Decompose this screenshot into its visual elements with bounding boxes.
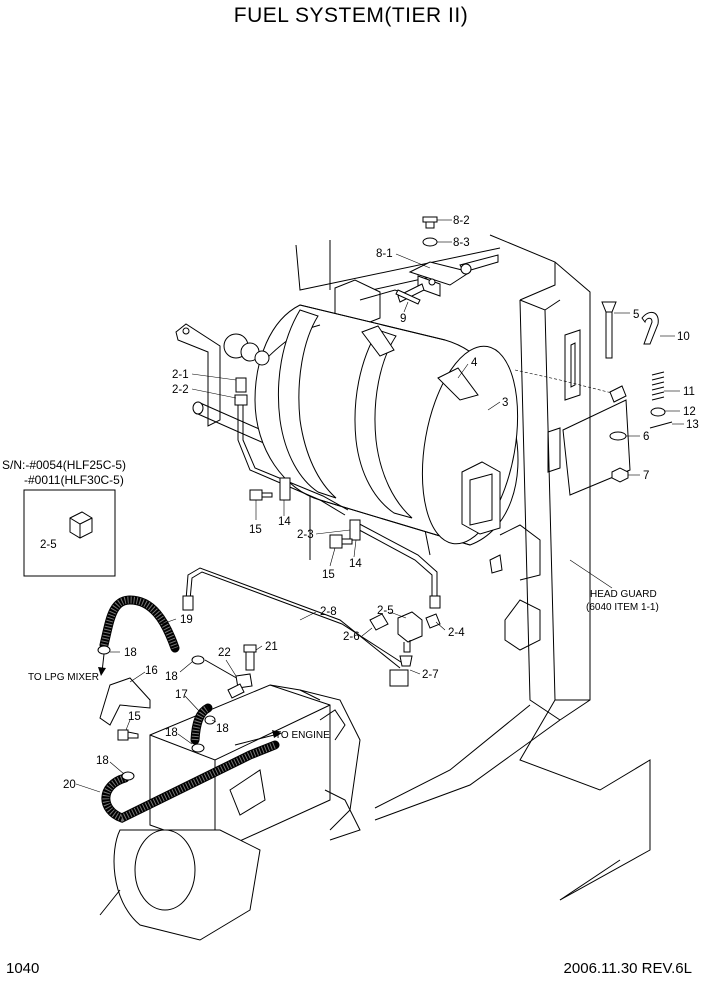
nut-7 [611,467,629,483]
callout-2-3: 2-3 [297,529,314,541]
callout-16: 16 [145,665,158,677]
hose-20 [101,740,280,823]
callout-18-d: 18 [165,727,178,739]
callout-3: 3 [502,397,508,409]
callout-22: 22 [218,647,231,659]
callout-21: 21 [265,641,278,653]
callout-2-6: 2-6 [343,631,360,643]
page-title: FUEL SYSTEM(TIER II) [233,4,469,27]
callout-13: 13 [686,419,699,431]
washer-12 [650,407,666,417]
callout-18-c: 18 [216,723,229,735]
callout-18-b: 18 [165,671,178,683]
to-engine-arrow [234,733,279,746]
inset-fitting-2-5 [69,511,93,539]
bolt-21 [243,644,257,671]
callout-2-4: 2-4 [448,627,465,639]
hose-19 [99,595,180,653]
to-lpg-mixer-note: TO LPG MIXER [28,672,99,683]
callout-15-engine: 15 [128,711,141,723]
callout-15-upper: 15 [249,524,262,536]
fuel-lines [182,377,441,687]
lpg-cylinder-3 [223,304,519,546]
clamp-18-b [191,655,205,665]
to-engine-note: TO ENGINE [275,730,330,741]
callout-10: 10 [677,331,690,343]
serial-line-2: -#0011(HLF30C-5) [24,473,124,487]
callout-4: 4 [471,357,478,369]
callout-17: 17 [175,689,188,701]
pipe-22 [204,659,253,699]
fitting-2-5 [397,611,423,653]
head-guard-ref-note: (6040 ITEM 1-1) [586,602,659,613]
bolt-5 [601,301,617,359]
fitting-2-4 [425,613,441,629]
callout-7: 7 [643,470,649,482]
callout-14-upper: 14 [278,516,291,528]
clamp-18-e [121,771,135,781]
callout-20: 20 [63,779,76,791]
bolt-15-engine [117,729,139,741]
inset-callout-2-5: 2-5 [40,539,57,551]
pin-10 [641,311,659,345]
callout-2-5: 2-5 [377,605,394,617]
to-lpg-mixer-arrowhead [98,667,106,676]
bolt-8-2 [422,216,438,229]
bracket-plate [609,385,627,403]
bracket-16 [99,677,151,726]
clamp-18-d [191,743,205,753]
callout-8-1: 8-1 [376,248,393,260]
callout-2-2: 2-2 [172,384,189,396]
callout-9: 9 [400,313,406,325]
callout-2-1: 2-1 [172,369,189,381]
to-engine-arrowhead [272,730,282,738]
callout-12: 12 [683,406,696,418]
washer-8-3 [422,237,438,247]
callout-2-8: 2-8 [320,606,337,618]
callout-2-7: 2-7 [422,669,439,681]
page-number: 1040 [6,960,40,977]
hose-17 [190,703,213,745]
callout-5: 5 [633,309,639,321]
serial-line-1: S/N:-#0054(HLF25C-5) [2,458,127,472]
callout-8-3: 8-3 [453,237,470,249]
revision-date: 2006.11.30 REV.6L [563,960,692,977]
washer-6 [609,431,627,441]
fitting-2-7 [399,655,413,667]
callout-14-lower: 14 [349,558,362,570]
head-guard-note: HEAD GUARD [590,589,657,600]
callout-18-e: 18 [96,755,109,767]
callout-15-lower: 15 [322,569,335,581]
clip-13 [649,421,673,429]
pin-9 [395,289,421,305]
serial-number-note: S/N:-#0054(HLF25C-5) -#0011(HLF30C-5) [2,458,126,488]
leader-lines [75,219,684,793]
callout-6: 6 [643,431,649,443]
bolt-15-lower [329,534,353,549]
fitting-2-6 [369,613,389,631]
clamp-18-c [204,715,216,725]
serial-inset-box [23,489,116,577]
callout-11: 11 [683,386,695,398]
head-guard-frame [295,234,651,901]
callout-18-a: 18 [124,647,137,659]
clamp-18-a [97,645,111,655]
callout-8-2: 8-2 [453,215,470,227]
callout-19: 19 [180,614,193,626]
bolt-15-upper [249,489,273,501]
spring-11 [651,371,665,401]
